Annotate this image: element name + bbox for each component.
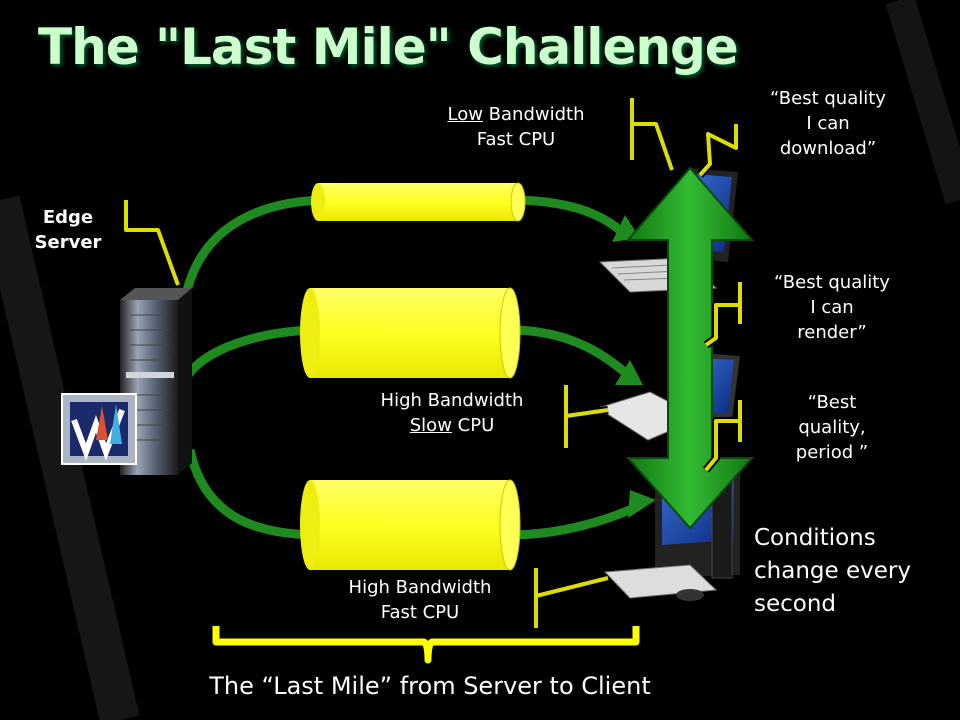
pipe-high-bandwidth-fast-cpu bbox=[300, 479, 521, 571]
curve-bottom-left bbox=[185, 449, 321, 540]
pipe-label-high-line-1: High Bandwidth bbox=[348, 577, 492, 598]
quote-download: “Best quality I can download” bbox=[752, 86, 904, 161]
quote-download-line-3: download” bbox=[779, 138, 877, 159]
quote-render-line-2: I can bbox=[810, 297, 854, 318]
pipe-label-high-line-2: Fast CPU bbox=[380, 602, 460, 623]
pipe-label-low-line-2: Fast CPU bbox=[476, 129, 556, 150]
pipe-label-low-rest: Bandwidth bbox=[482, 104, 585, 125]
edge-server-label: Edge Server bbox=[28, 205, 108, 255]
pipe-label-mid-line-1: High Bandwidth bbox=[380, 390, 524, 411]
pipe-label-mid-rest: CPU bbox=[451, 415, 495, 436]
pipe-low-bandwidth bbox=[311, 182, 526, 222]
callout-connectors bbox=[122, 98, 744, 628]
curve-mid-left bbox=[180, 325, 321, 383]
quote-period-line-3: period ” bbox=[795, 442, 869, 463]
quote-download-line-1: “Best quality bbox=[770, 88, 886, 109]
quote-render: “Best quality I can render” bbox=[756, 270, 908, 345]
curve-bottom-right bbox=[509, 500, 643, 540]
quote-period: “Best quality, period ” bbox=[756, 390, 908, 465]
slide-title: The "Last Mile" Challenge bbox=[38, 18, 739, 76]
pipe-high-bandwidth-slow-cpu bbox=[300, 287, 521, 379]
app-logo-icon bbox=[61, 393, 137, 465]
conditions-line-2: change every bbox=[754, 558, 911, 584]
quote-download-line-2: I can bbox=[806, 113, 850, 134]
background-streak bbox=[885, 0, 960, 205]
quote-period-line-1: “Best bbox=[807, 392, 857, 413]
pipe-label-mid: High Bandwidth Slow CPU bbox=[352, 388, 552, 438]
conditions-note: Conditions change every second bbox=[754, 522, 954, 621]
quote-period-line-2: quality, bbox=[798, 417, 866, 438]
pipe-label-low: Low Bandwidth Fast CPU bbox=[416, 102, 616, 152]
pipe-label-high: High Bandwidth Fast CPU bbox=[320, 575, 520, 625]
arrowhead-bottom bbox=[628, 490, 656, 518]
footer-caption: The “Last Mile” from Server to Client bbox=[209, 672, 651, 700]
curve-mid-right bbox=[509, 325, 631, 379]
pipe-label-low-emphasis: Low bbox=[447, 104, 483, 125]
edge-server-line-2: Server bbox=[34, 232, 102, 253]
quote-render-line-1: “Best quality bbox=[774, 272, 890, 293]
curve-top-left bbox=[180, 195, 331, 301]
pipe-label-mid-line-2: Slow CPU bbox=[352, 413, 552, 438]
pipe-label-low-line-1: Low Bandwidth bbox=[416, 102, 616, 127]
flow-curves bbox=[180, 195, 643, 540]
last-mile-bracket bbox=[212, 626, 640, 664]
quote-render-line-3: render” bbox=[797, 322, 867, 343]
arrowhead-mid bbox=[615, 360, 643, 385]
conditions-line-3: second bbox=[754, 591, 837, 617]
pipe-label-mid-emphasis: Slow bbox=[409, 415, 452, 436]
conditions-line-1: Conditions bbox=[754, 525, 876, 551]
background-streak bbox=[0, 195, 140, 720]
edge-server-line-1: Edge bbox=[42, 207, 94, 228]
quality-range-arrow bbox=[625, 166, 755, 530]
curve-top-right bbox=[509, 195, 629, 239]
